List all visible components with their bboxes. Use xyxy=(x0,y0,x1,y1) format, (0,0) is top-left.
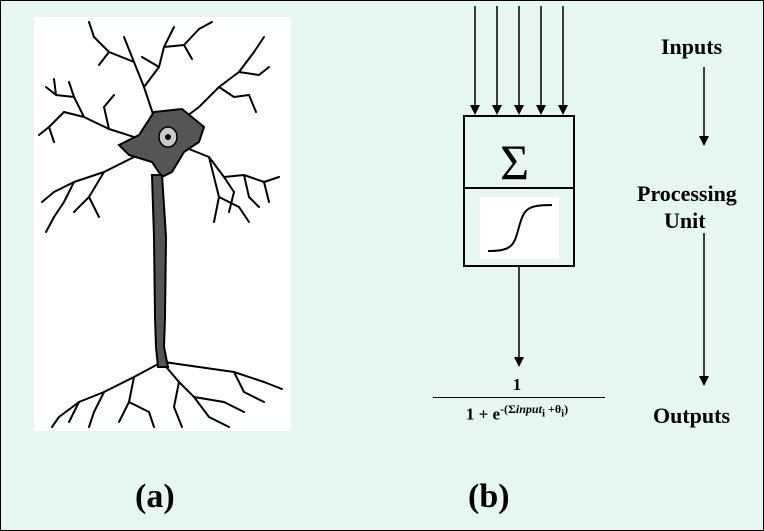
caption-b: (b) xyxy=(468,478,510,515)
exponent-sum: Σ xyxy=(508,402,516,416)
formula-fraction-bar xyxy=(433,397,605,398)
formula-exponent: -(Σinputi +θi) xyxy=(500,402,569,420)
neuron-axon xyxy=(150,174,170,368)
exponent-theta-sub: i xyxy=(561,407,565,420)
exponent-input: input xyxy=(515,402,542,416)
exponent-input-sub: i xyxy=(541,407,545,420)
neuron-illustration xyxy=(34,17,291,431)
neuron-drawing xyxy=(38,21,283,428)
outputs-label: Outputs xyxy=(653,403,731,428)
processing-label: Processing xyxy=(637,181,737,206)
summation-symbol: Σ xyxy=(500,134,530,190)
inputs-label: Inputs xyxy=(661,34,723,59)
processing-unit-box xyxy=(463,115,575,267)
exponent-plus: + xyxy=(545,402,555,416)
neuron-nucleolus xyxy=(165,134,171,140)
exponent-close: ) xyxy=(564,402,569,416)
formula-denominator: 1 + e-(Σinputi +θi) xyxy=(427,402,607,425)
sigmoid-curve xyxy=(487,204,553,252)
caption-a: (a) xyxy=(135,478,175,515)
formula-numerator: 1 xyxy=(512,375,522,394)
exponent-open: -( xyxy=(500,402,509,416)
formula-denominator-base: 1 + e xyxy=(465,404,501,424)
exponent-theta: θ xyxy=(554,402,562,416)
unit-label: Unit xyxy=(664,208,706,233)
sigmoid-formula: 1 1 + e-(Σinputi +θi) xyxy=(427,375,607,425)
